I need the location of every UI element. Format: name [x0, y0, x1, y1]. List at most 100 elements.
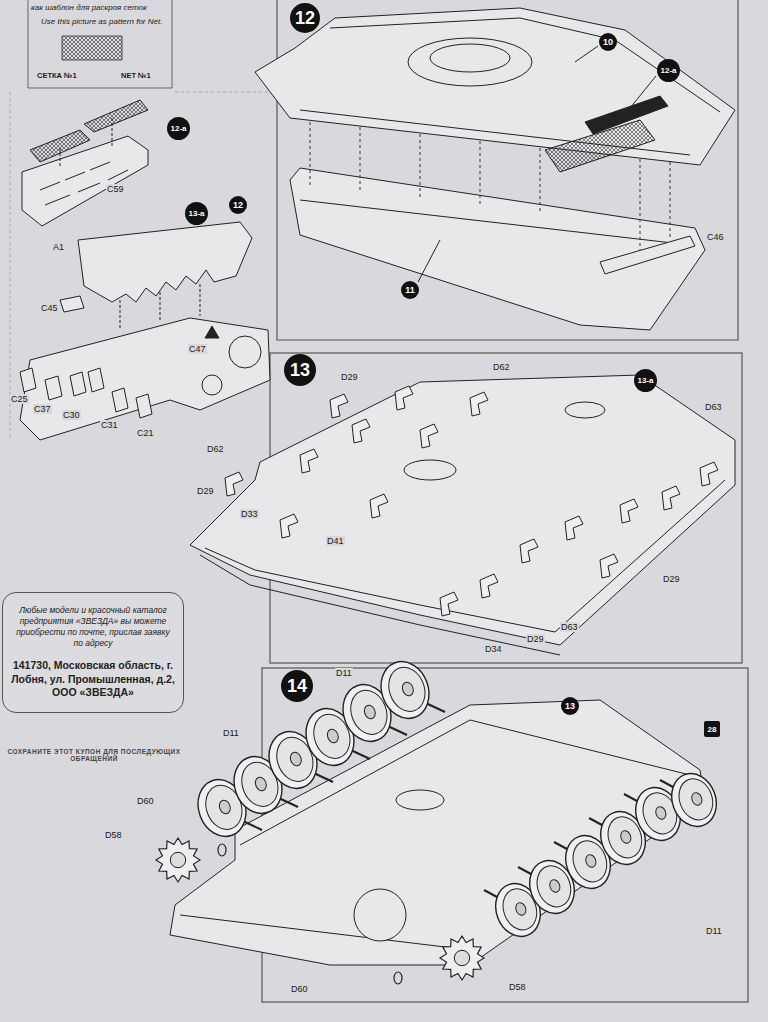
- net-pattern: [62, 36, 122, 60]
- callout-number: 13: [561, 697, 579, 715]
- wheel-hub: [218, 799, 233, 816]
- part-number: D11: [222, 728, 240, 738]
- callout-text: 13-a: [188, 209, 204, 218]
- track-edge: [200, 555, 560, 655]
- wheel-disc: [383, 662, 431, 716]
- part-number: D29: [196, 486, 215, 496]
- suspension-arm: [352, 419, 370, 443]
- wheel-disc: [673, 774, 718, 825]
- note-text: как шаблон для раскроя сеток: [30, 3, 148, 12]
- wheel-hub: [619, 829, 633, 845]
- part-number: D29: [526, 634, 545, 644]
- wheel-hub: [548, 878, 562, 894]
- part-number: C31: [100, 420, 119, 430]
- hull-bottom: [190, 375, 735, 655]
- callout-text: 12: [233, 200, 243, 210]
- track-guard-parts: [20, 222, 270, 440]
- callout-text: 28: [708, 725, 717, 734]
- callout-number: 13-a: [634, 369, 657, 392]
- part-number: D11: [705, 926, 723, 936]
- suspension-arm: [280, 514, 298, 538]
- wheel-hub: [514, 901, 528, 917]
- suspension-arm: [600, 554, 618, 578]
- hull-assembly: [170, 700, 705, 965]
- part-number: D11: [335, 668, 353, 678]
- net-template-frame: [28, 0, 172, 88]
- callout-number: 10: [599, 33, 617, 51]
- suspension-arm: [440, 592, 458, 616]
- hatch: [404, 460, 456, 480]
- part-number: D58: [104, 830, 123, 840]
- wheel-hub: [654, 805, 668, 821]
- suspension-arm: [480, 574, 498, 598]
- hatch: [565, 402, 605, 418]
- wheel-hub: [326, 728, 341, 745]
- hull-edge: [205, 480, 725, 632]
- part-C45: [60, 296, 84, 312]
- part-number: D34: [484, 644, 503, 654]
- callout-number: 12-a: [657, 59, 680, 82]
- suspension-arm: [565, 516, 583, 540]
- leader-line: [310, 122, 670, 250]
- part-number: C30: [62, 410, 81, 420]
- road-wheels: [156, 655, 724, 984]
- callout-number: 28: [704, 721, 720, 737]
- wheel-hub: [401, 681, 416, 698]
- hull-edge: [300, 200, 690, 245]
- callout-text: 13: [565, 701, 575, 711]
- wheel-tyre: [664, 767, 723, 833]
- callout-text: 10: [603, 37, 613, 47]
- callout-text: 12: [295, 8, 315, 29]
- part-number: D33: [240, 509, 259, 519]
- note-text: СЕТКА №1: [36, 72, 78, 81]
- leader-line: [60, 118, 112, 166]
- wheel-hub: [254, 776, 269, 793]
- leader-line: [418, 46, 656, 282]
- hull-edge: [300, 18, 720, 155]
- part-D60: [218, 844, 226, 856]
- hatch: [396, 790, 444, 810]
- suspension-arms: [225, 386, 718, 616]
- part-number: A1: [52, 242, 65, 252]
- turret-ring: [408, 38, 532, 86]
- callout-number: 12: [229, 196, 247, 214]
- drive-sprocket: [440, 936, 484, 980]
- wheel-hub: [363, 704, 378, 721]
- note-text: NET №1: [120, 72, 152, 81]
- wheel-hub: [289, 751, 304, 768]
- callout-text: 14: [287, 676, 307, 697]
- step-number: 14: [281, 670, 313, 702]
- callout-text: 11: [405, 285, 415, 295]
- part-number: C47: [188, 344, 207, 354]
- track-guard-A1: [78, 222, 252, 302]
- note-text: Use this picture as pattern for Net.: [40, 17, 163, 26]
- hull-edge: [180, 720, 690, 950]
- part-number: D58: [508, 982, 527, 992]
- wheel-tyre: [373, 655, 436, 725]
- part-number: D41: [326, 536, 345, 546]
- sprocket-hub: [170, 852, 185, 867]
- part-number: D62: [492, 362, 511, 372]
- upper-hull: [255, 8, 735, 330]
- callout-text: 12-a: [170, 124, 186, 133]
- suspension-arm: [370, 494, 388, 518]
- part-number: C37: [33, 404, 52, 414]
- lower-hull: [290, 168, 705, 330]
- hull-bottom-outline: [190, 375, 735, 645]
- suspension-arm: [420, 424, 438, 448]
- suspension-arm: [225, 472, 243, 496]
- deck-slots: [40, 162, 128, 205]
- suspension-arm: [300, 449, 318, 473]
- part-number: D63: [704, 402, 723, 412]
- grille-net: [30, 130, 90, 162]
- wheel-hub: [584, 853, 598, 869]
- part-number: C59: [106, 184, 125, 194]
- step-number: 13: [284, 354, 316, 386]
- address-box: Любые модели и красочный каталог предпри…: [2, 592, 184, 713]
- part-number: D29: [340, 372, 359, 382]
- suspension-arm: [395, 386, 413, 410]
- mail-order-note: Любые модели и красочный каталог предпри…: [11, 605, 175, 649]
- road-wheel: [664, 767, 723, 833]
- callout-text: 13-a: [637, 376, 653, 385]
